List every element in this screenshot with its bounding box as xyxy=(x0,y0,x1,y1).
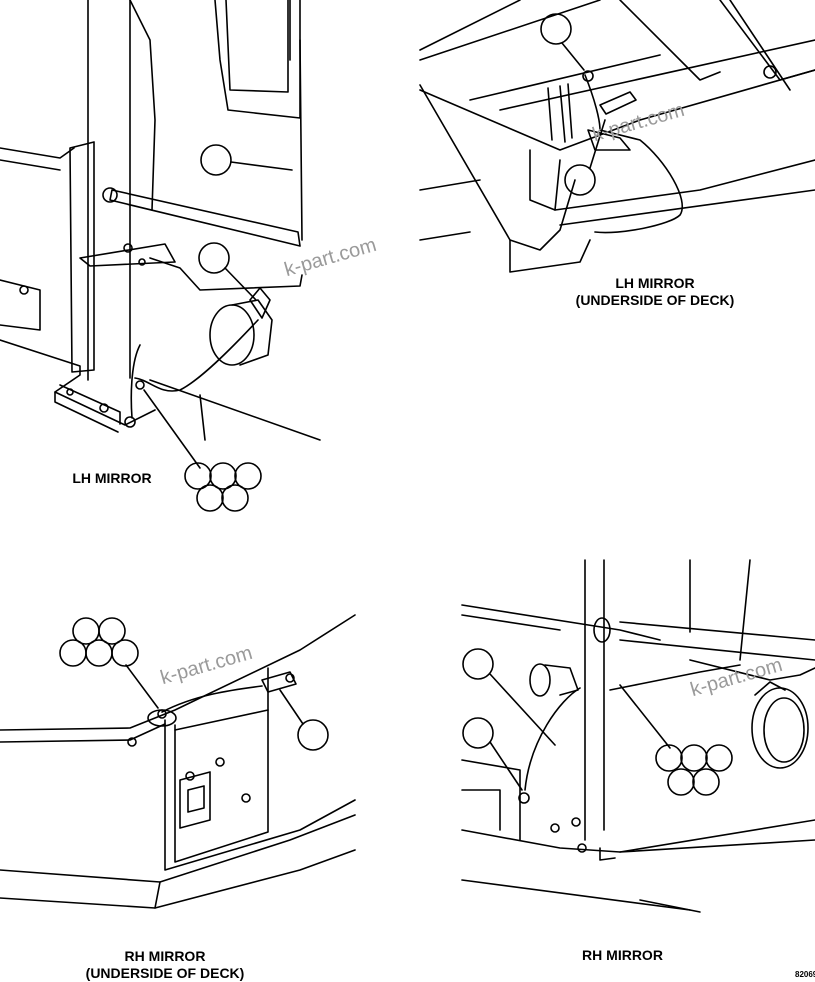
caption-rh-mirror: RH MIRROR xyxy=(582,947,663,963)
caption-rh-mirror-underside: RH MIRROR (UNDERSIDE OF DECK) xyxy=(85,948,245,981)
panel-lh-mirror xyxy=(0,0,321,512)
document-number: 82069 xyxy=(795,970,815,979)
panel-lh-mirror-underside xyxy=(419,0,815,273)
caption-lh-mirror: LH MIRROR xyxy=(72,470,152,486)
panel-rh-mirror-underside xyxy=(0,614,356,909)
caption-lh-mirror-underside: LH MIRROR (UNDERSIDE OF DECK) xyxy=(575,275,735,308)
panel-rh-mirror xyxy=(461,559,815,913)
